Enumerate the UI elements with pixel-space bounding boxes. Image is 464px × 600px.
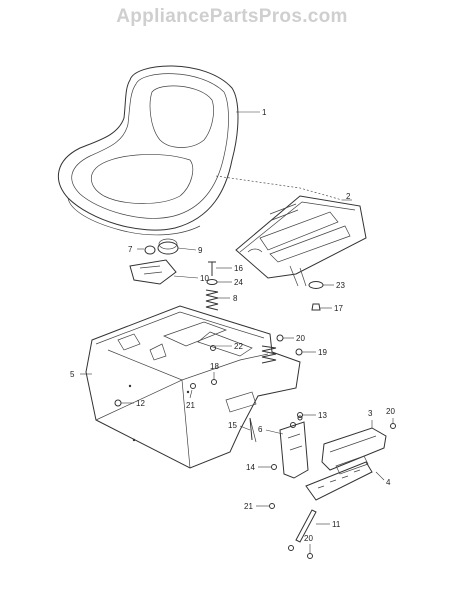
nut-part-20-upper[interactable] — [276, 334, 284, 342]
callout-22: 22 — [234, 342, 243, 351]
callout-5: 5 — [70, 370, 75, 379]
callout-14: 14 — [246, 463, 255, 472]
callout-20-upper: 20 — [296, 334, 305, 343]
link-rod-part-11[interactable] — [288, 509, 317, 551]
callout-18: 18 — [210, 362, 219, 371]
nut-part-20-right[interactable] — [390, 423, 396, 429]
seat-frame-part-5[interactable] — [85, 305, 301, 469]
bracket-part-6[interactable] — [279, 415, 309, 479]
callout-17: 17 — [334, 304, 343, 313]
callout-13: 13 — [318, 411, 327, 420]
callout-23: 23 — [336, 281, 345, 290]
seat-plate-part[interactable] — [235, 195, 367, 287]
callout-20-right: 20 — [386, 407, 395, 416]
spring-part-8[interactable] — [205, 289, 219, 311]
screw-part-12[interactable] — [114, 399, 122, 407]
seat-part[interactable] — [58, 65, 239, 236]
nut-part-18[interactable] — [211, 379, 217, 385]
callout-12: 12 — [136, 399, 145, 408]
nut-part-19[interactable] — [295, 348, 303, 356]
callout-20-bottom: 20 — [304, 534, 313, 543]
callout-16: 16 — [234, 264, 243, 273]
callout-labels: 1 2 3 4 5 6 7 8 9 10 11 12 13 14 15 16 1… — [70, 108, 395, 543]
rail-part-3[interactable] — [321, 427, 387, 471]
callout-21-lower: 21 — [244, 502, 253, 511]
watermark-text: AppliancePartsPros.com — [116, 6, 348, 27]
bracket-part-10[interactable] — [129, 259, 177, 285]
frame-spring[interactable] — [261, 345, 277, 364]
callout-11: 11 — [332, 520, 341, 529]
adjuster-knob-part[interactable] — [144, 238, 179, 255]
callout-9: 9 — [198, 246, 203, 255]
washer-part-23[interactable] — [308, 281, 324, 289]
callout-15: 15 — [228, 421, 237, 430]
bolt-part-15[interactable] — [249, 417, 253, 441]
leader-lines — [80, 111, 394, 553]
callout-19: 19 — [318, 348, 327, 357]
nut-part-17[interactable] — [311, 303, 321, 311]
callout-10: 10 — [200, 274, 209, 283]
nut-part-22[interactable] — [210, 345, 216, 351]
callout-21-mid: 21 — [186, 401, 195, 410]
callout-2: 2 — [346, 192, 351, 201]
callout-8: 8 — [233, 294, 238, 303]
bolt-part-16[interactable] — [208, 261, 216, 276]
washer-part-13[interactable] — [297, 412, 303, 418]
slotted-rail-part-4[interactable] — [305, 455, 373, 501]
callout-24: 24 — [234, 278, 243, 287]
callout-3: 3 — [368, 409, 373, 418]
callout-7: 7 — [128, 245, 133, 254]
nut-part-21-lower[interactable] — [269, 503, 275, 509]
callout-6: 6 — [258, 425, 263, 434]
callout-4: 4 — [386, 478, 391, 487]
screw-part-14[interactable] — [271, 464, 277, 470]
callout-1: 1 — [262, 108, 267, 117]
nut-part-21-mid[interactable] — [190, 383, 196, 389]
nut-part-20-bottom[interactable] — [307, 553, 313, 559]
